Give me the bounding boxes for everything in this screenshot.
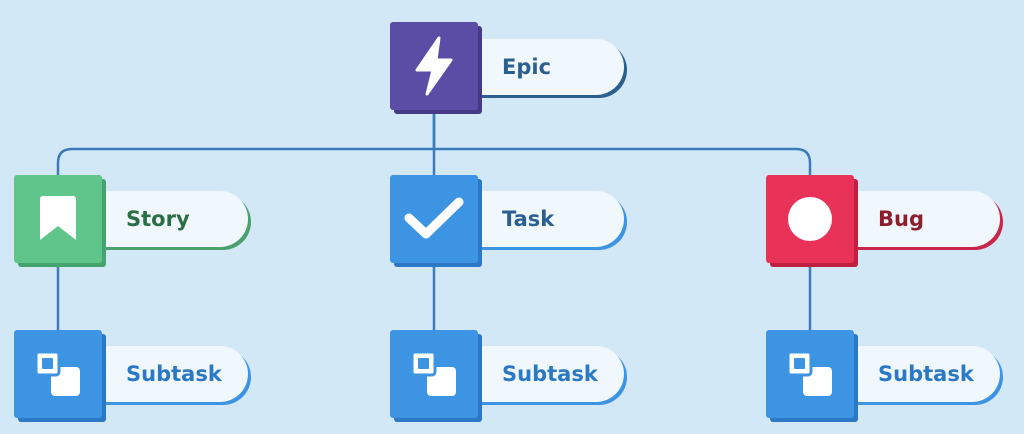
task-label: Task: [502, 207, 555, 231]
subtask-tile: [766, 330, 854, 418]
connector-epic-to-bug: [434, 147, 812, 175]
epic-label-pill: Epic: [478, 39, 624, 95]
task-tile: [390, 175, 478, 263]
subtask-label: Subtask: [126, 362, 222, 386]
overlapping-squares-icon: [34, 350, 80, 396]
story-tile: [14, 175, 102, 263]
subtask-tile: [390, 330, 478, 418]
bug-tile: [766, 175, 854, 263]
overlapping-squares-icon: [410, 350, 456, 396]
overlapping-squares-icon: [786, 350, 832, 396]
task-label-pill: Task: [478, 191, 624, 247]
epic-tile: [390, 22, 478, 110]
circle-icon: [788, 197, 832, 241]
story-label-pill: Story: [102, 191, 248, 247]
subtask-label-pill: Subtask: [478, 346, 624, 402]
subtask-label-pill: Subtask: [854, 346, 1000, 402]
bug-label-pill: Bug: [854, 191, 1000, 247]
bookmark-icon: [40, 196, 76, 240]
bug-label: Bug: [878, 207, 924, 231]
connector-epic-to-story: [56, 105, 436, 175]
checkmark-icon: [404, 197, 464, 239]
subtask-label: Subtask: [878, 362, 974, 386]
subtask-label-pill: Subtask: [102, 346, 248, 402]
lightning-bolt-icon: [415, 36, 453, 96]
subtask-tile: [14, 330, 102, 418]
story-label: Story: [126, 207, 190, 231]
subtask-label: Subtask: [502, 362, 598, 386]
epic-label: Epic: [502, 55, 552, 79]
